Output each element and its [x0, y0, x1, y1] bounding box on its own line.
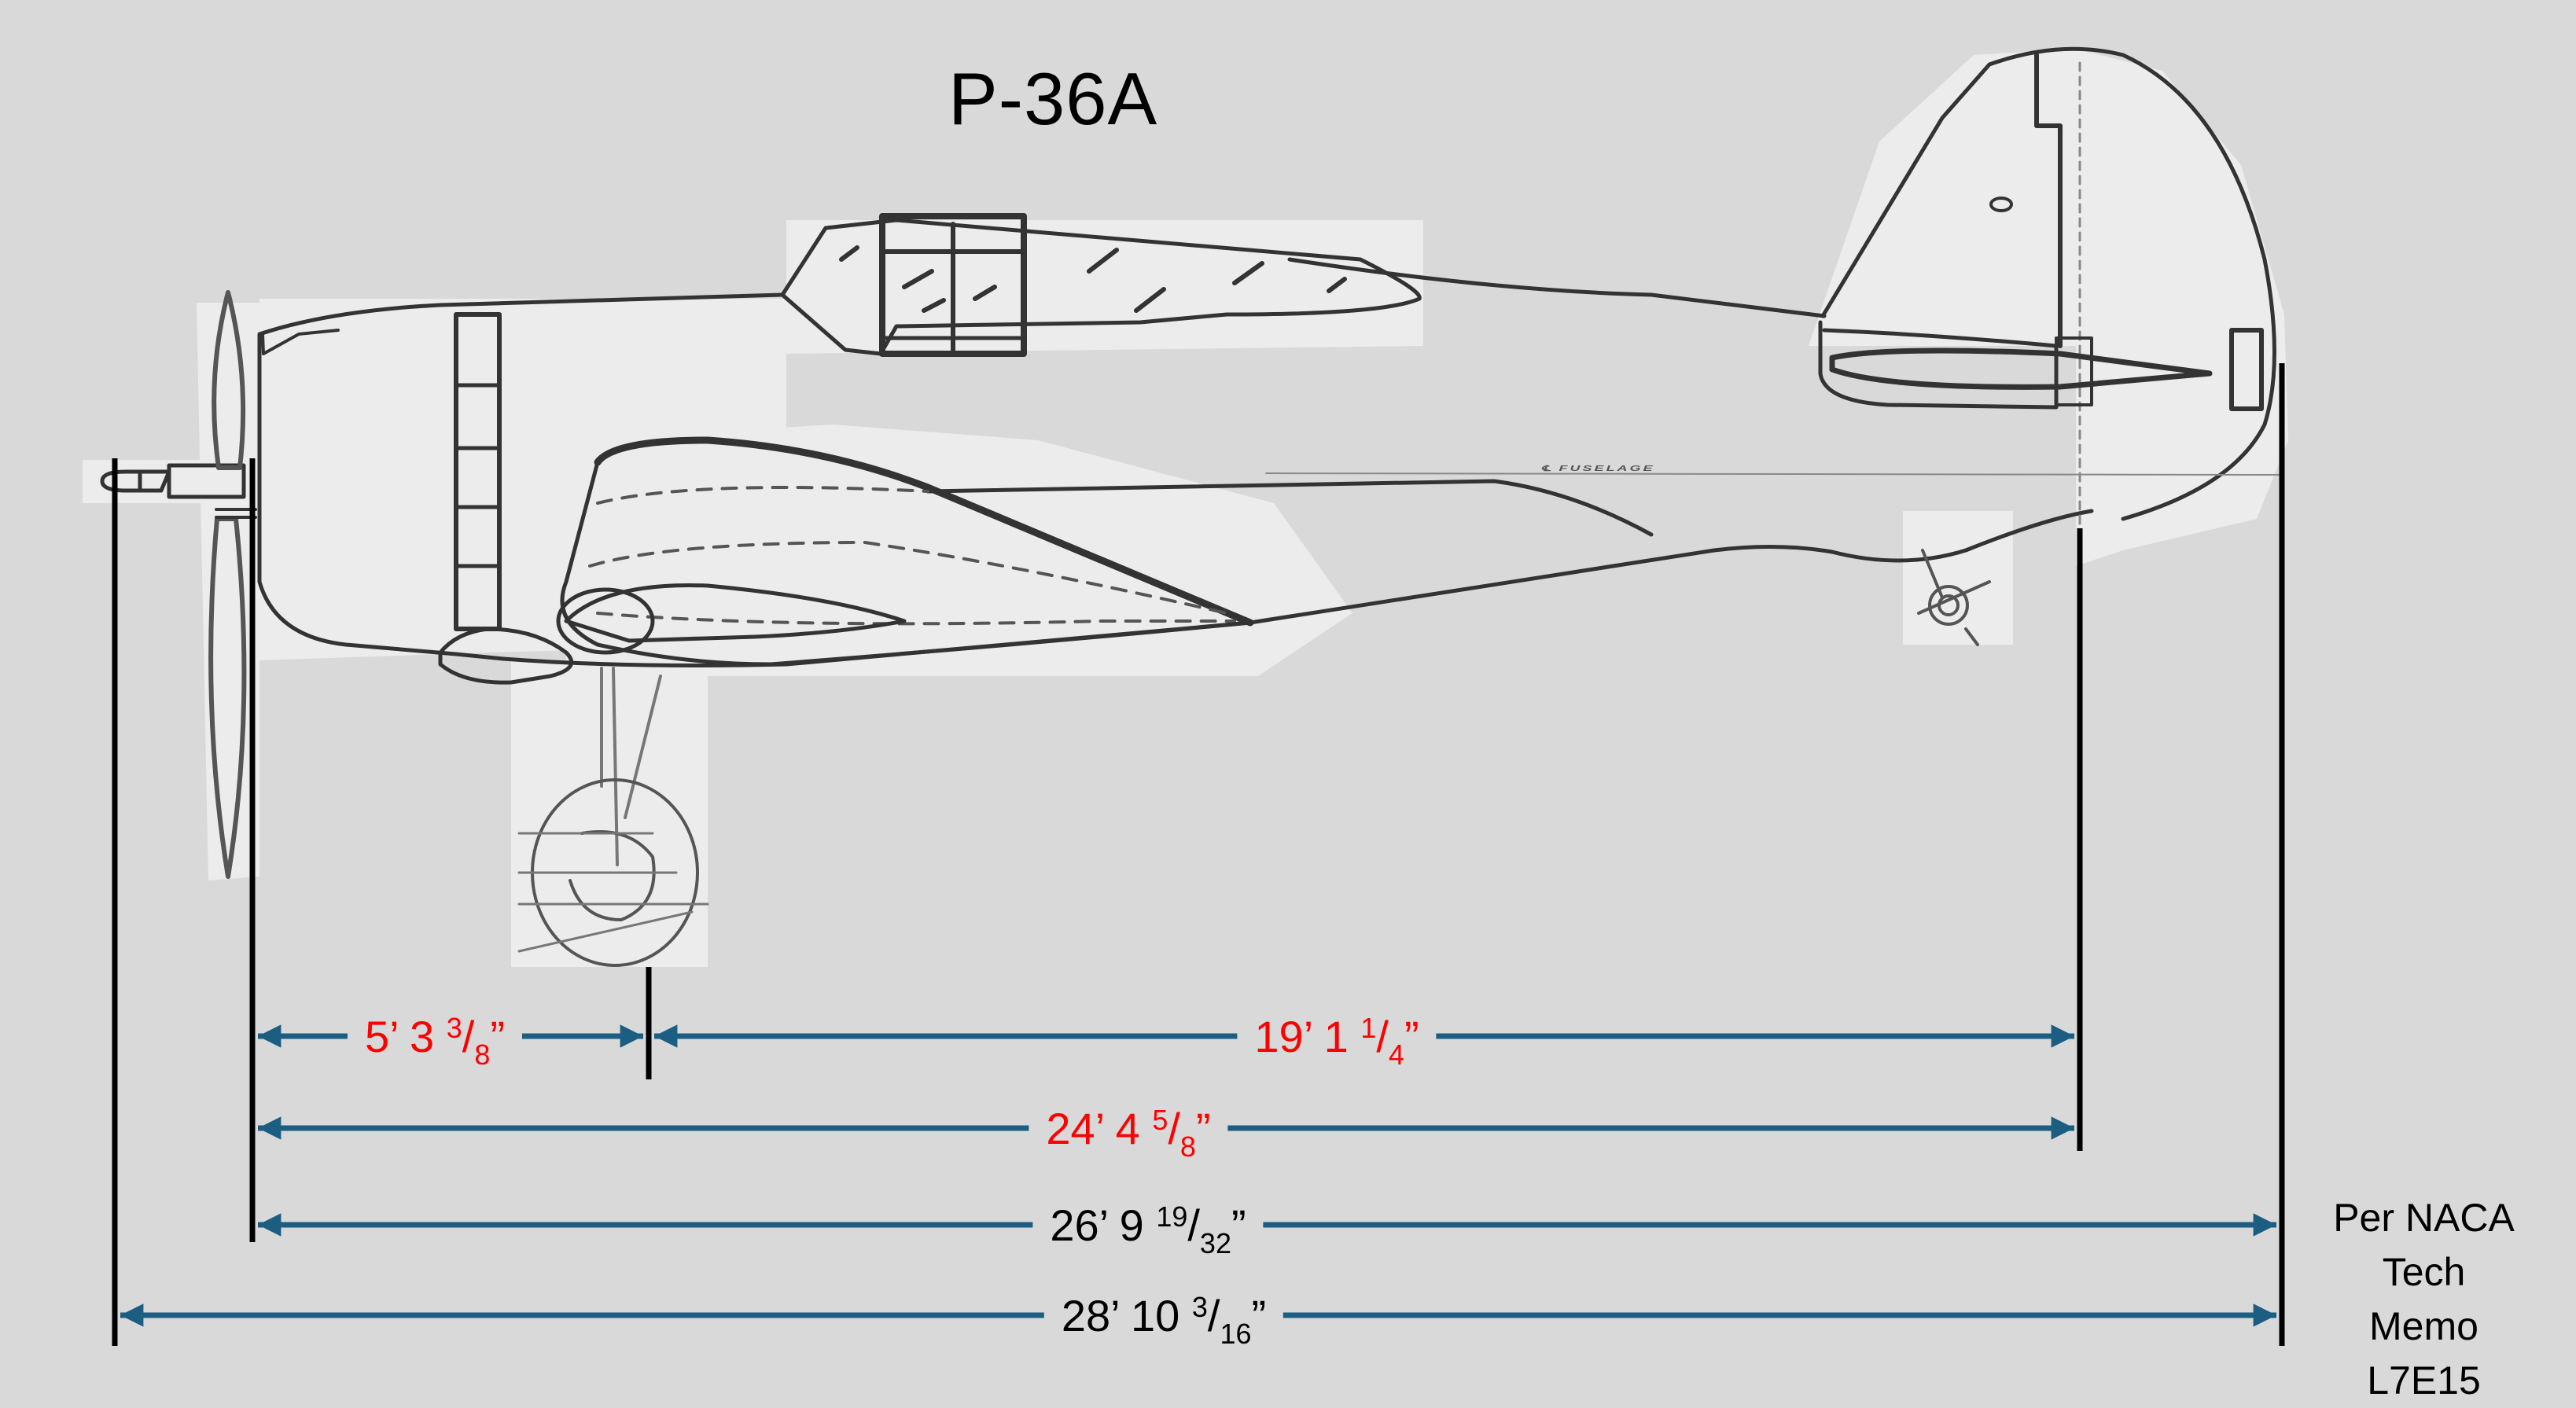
vertical-fin [1820, 46, 2276, 521]
fuselage-nose-bottom [257, 579, 506, 661]
fuselage-top-rear [1287, 257, 1827, 318]
source-note-line-3: L7E15 [2367, 1358, 2481, 1402]
fuselage-bottom [501, 509, 2094, 667]
dimension-label-prop-to-gear: 5’ 3 3/8” [347, 1005, 523, 1079]
source-note-line-2: Tech Memo [2369, 1250, 2478, 1348]
page-title: P-36A [948, 57, 1158, 140]
canopy-frame [879, 213, 1027, 357]
horizontal-stabilizer [1829, 347, 2213, 390]
tail-wheel-assembly [1917, 549, 1991, 646]
trim-tab [2229, 328, 2264, 411]
airframe-outline [100, 46, 2281, 967]
prop-hub [167, 463, 246, 499]
stabilizer-root [1818, 320, 2059, 410]
dimension-label-gear-to-tailwheel: 19’ 1 1/4” [1237, 1005, 1437, 1079]
dimension-label-prop-to-rudder: 26’ 9 19/32” [1032, 1193, 1264, 1267]
fuselage-centerline-label: ℄ FUSELAGE [1541, 464, 1655, 472]
extension-lines [112, 363, 2285, 1346]
fuselage-top-forward [257, 292, 785, 348]
rudder-hinge [2034, 53, 2063, 348]
wing-root-fillet [926, 479, 1654, 537]
dimension-label-overall-length: 28’ 10 3/16” [1043, 1284, 1284, 1358]
source-note: Per NACA Tech Memo L7E15 [2328, 1191, 2520, 1408]
scan-background [83, 49, 2288, 967]
source-note-line-1: Per NACA [2333, 1196, 2515, 1240]
dimension-label-prop-to-tailwheel: 24’ 4 5/8” [1029, 1097, 1228, 1171]
wing-leading-edge [594, 436, 1254, 627]
gear-fairing [564, 583, 907, 643]
propeller-blade-upper [212, 290, 246, 470]
oil-cooler [438, 627, 574, 685]
